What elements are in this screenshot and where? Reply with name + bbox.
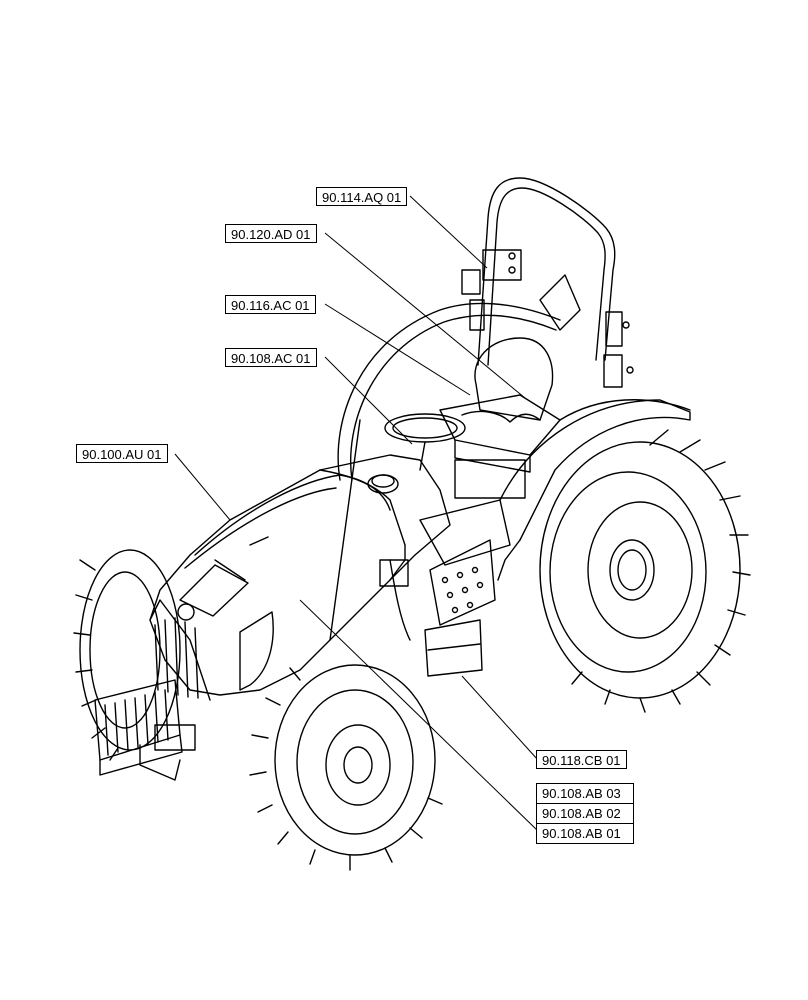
callout-90-118-cb-01[interactable]: 90.118.CB 01 [536,750,627,769]
callout-90-120-ad-01[interactable]: 90.120.AD 01 [225,224,317,243]
callout-90-108-ab-02[interactable]: 90.108.AB 02 [537,804,633,824]
front-weights [94,679,196,781]
front-wheel-right [249,664,443,871]
callout-90-114-aq-01[interactable]: 90.114.AQ 01 [316,187,408,206]
callout-stack-90-108-ab: 90.108.AB 03 90.108.AB 02 90.108.AB 01 [536,783,634,844]
callout-90-100-au-01[interactable]: 90.100.AU 01 [76,444,168,463]
operator-seat [439,337,561,499]
steering-wheel [384,413,466,471]
rear-wheel-right [539,429,751,713]
callout-90-108-ac-01[interactable]: 90.108.AC 01 [225,348,317,367]
hood [149,419,451,701]
callout-90-108-ab-01[interactable]: 90.108.AB 01 [542,826,621,841]
rollbar [461,177,634,388]
callout-90-108-ab-03[interactable]: 90.108.AB 03 [537,784,633,804]
callout-90-116-ac-01[interactable]: 90.116.AC 01 [225,295,316,314]
